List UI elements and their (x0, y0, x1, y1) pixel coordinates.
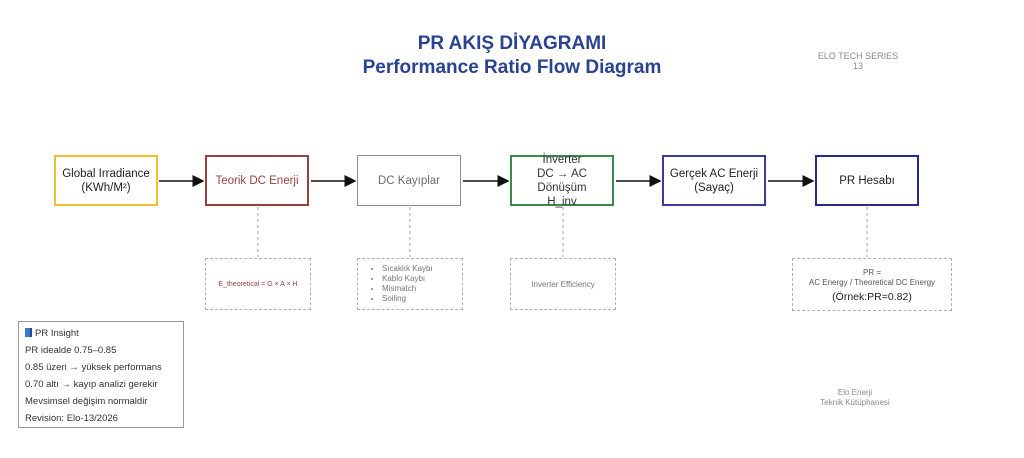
series-number: 13 (852, 61, 863, 71)
node-pr-calculation: PR Hesabı (815, 155, 919, 206)
note-loss-list: Sıcaklık Kaybı Kablo Kaybı Mismatch Soil… (357, 258, 463, 310)
node-label: Teorik DC Enerji (215, 174, 299, 187)
node-inverter: İnverter DC → AC Dönüşüm H_inv (510, 153, 614, 208)
title-turkish: PR AKIŞ DİYAGRAMI (417, 33, 607, 54)
insight-line: 0.70 altı → kayıp analizi gerekir (25, 379, 158, 390)
list-item: Sıcaklık Kaybı (382, 264, 462, 274)
formula-example: (Örnek:PR=0.82) (832, 290, 912, 303)
footer-library: Teknik Kütüphanesi (820, 398, 890, 407)
series-label: ELO TECH SERIES (817, 51, 899, 61)
insight-line: 0.85 üzeri → yüksek performans (25, 362, 162, 373)
insight-line: Mevsimsel değişim normaldir (25, 396, 148, 407)
footer-brand: Elo Enerji (837, 388, 873, 397)
note-inverter-efficiency: Inverter Efficiency (510, 258, 616, 310)
loss-list: Sıcaklık Kaybı Kablo Kaybı Mismatch Soil… (376, 264, 462, 304)
book-icon (25, 328, 32, 337)
node-label: DC Kayıplar (378, 174, 440, 187)
list-item: Soiling (382, 294, 462, 304)
formula-line: AC Energy / Theoretical DC Energy (808, 277, 936, 287)
node-label: (Sayaç) (694, 181, 734, 194)
node-label: İnverter (542, 153, 582, 166)
list-item: Mismatch (382, 284, 462, 294)
insight-line: PR idealde 0.75–0.85 (25, 345, 117, 356)
formula-line: PR = (862, 267, 881, 277)
list-item: Kablo Kaybı (382, 274, 462, 284)
node-label: DC → AC Dönüşüm (537, 167, 587, 194)
insight-title-row: PR Insight (25, 326, 183, 343)
node-label: Global Irradiance (62, 167, 150, 180)
insight-line: Revision: Elo-13/2026 (25, 413, 118, 424)
formula-text: E_theoretical = G × A × H (218, 280, 298, 288)
node-label: PR Hesabı (839, 174, 895, 187)
note-text: Inverter Efficiency (531, 279, 595, 289)
node-label: (KWh/M²) (81, 181, 131, 194)
node-label: Gerçek AC Enerji (669, 167, 759, 180)
note-pr-formula: PR = AC Energy / Theoretical DC Energy (… (792, 258, 952, 311)
node-label: H_inv (547, 195, 577, 208)
node-actual-ac: Gerçek AC Enerji (Sayaç) (662, 155, 766, 206)
note-theoretical-formula: E_theoretical = G × A × H (205, 258, 311, 310)
insight-title: PR Insight (35, 328, 79, 339)
title-english: Performance Ratio Flow Diagram (362, 57, 662, 78)
node-theoretical-dc: Teorik DC Enerji (205, 155, 309, 206)
insight-panel: PR Insight PR idealde 0.75–0.85 0.85 üze… (18, 321, 184, 428)
node-dc-losses: DC Kayıplar (357, 155, 461, 206)
node-global-irradiance: Global Irradiance (KWh/M²) (54, 155, 158, 206)
